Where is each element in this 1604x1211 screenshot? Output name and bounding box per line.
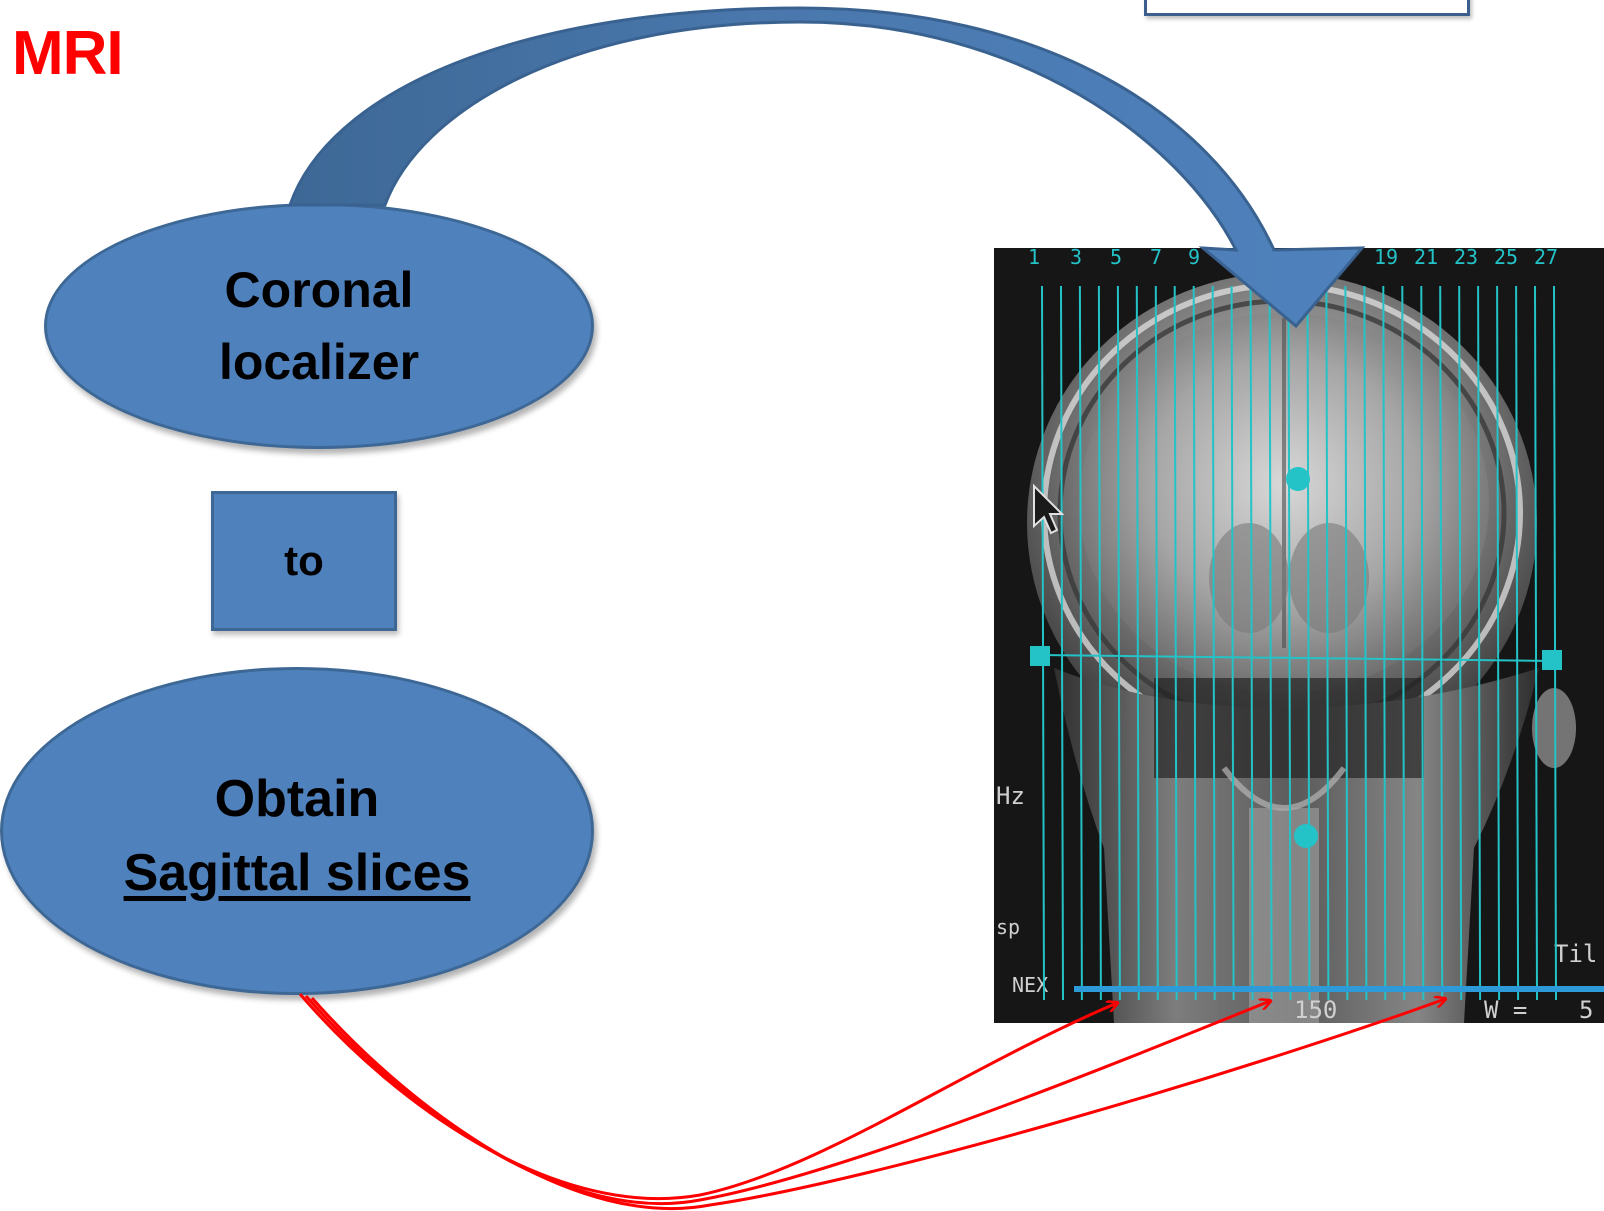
slice-line [1135,285,1140,1001]
slab-handle-left [1030,646,1050,666]
slice-line [1041,285,1045,1001]
slice-line [1154,285,1159,1001]
slice-line [1363,285,1368,1001]
slice-line [1439,285,1444,1001]
to-connector-box: to [211,491,397,631]
slice-line [1116,285,1121,1001]
coronal-localizer-node: Coronal localizer [44,203,594,449]
top-box [1144,0,1470,16]
screen-label-nex: NEX [1012,973,1048,997]
slice-line [1306,285,1311,1001]
slice-number-label: 1 [1028,248,1040,269]
slice-line [1458,285,1463,1001]
slice-line [1534,285,1538,1001]
screen-label-sp: sp [996,915,1020,939]
slice-number-label: 25 [1494,248,1518,269]
screen-label-150: 150 [1294,996,1337,1023]
slice-line [1211,285,1216,1001]
coronal-line1: Coronal [224,262,414,318]
slab-center-line [1039,654,1555,662]
slice-number-label: 21 [1414,248,1438,269]
screen-label-hz: Hz [996,782,1025,810]
slice-line [1401,285,1406,1001]
screen-label-w: W = [1484,996,1527,1023]
mouse-cursor-icon [1033,483,1065,535]
screen-label-til: Til [1554,940,1597,968]
slice-line [1477,285,1482,1001]
slice-line [1268,285,1273,1001]
callout-line-2 [304,995,1270,1206]
slice-number-label: 5 [1110,248,1122,269]
slice-number-label: 19 [1374,248,1398,269]
sagittal-slice-lines [1041,285,1557,1001]
slice-line [1420,285,1425,1001]
slice-line [1382,285,1387,1001]
slice-line [1496,285,1501,1001]
slice-line [1515,285,1520,1001]
sagittal-line2: Sagittal slices [123,844,471,902]
slab-handle-bottom [1294,824,1318,848]
slice-line [1097,285,1102,1001]
slice-line [1344,285,1349,1001]
diagram-title: MRI [12,19,124,88]
slice-line [1230,285,1235,1001]
slab-handle-right [1542,650,1562,670]
slice-line [1325,285,1330,1001]
slice-line [1173,285,1178,1001]
slice-line [1249,285,1254,1001]
slice-number-label: 7 [1150,248,1162,269]
slice-number-label: 27 [1534,248,1558,269]
slice-line [1553,285,1557,1001]
slice-number-label: 9 [1188,248,1200,269]
slice-line [1287,285,1292,1001]
slice-line [1078,285,1083,1001]
screen-label-5: 5 [1579,996,1593,1023]
coronal-line2: localizer [218,334,420,390]
mri-coronal-localizer-image: Hz sp NEX Til 150 W = 5 1 3 5 7 9 19 21 23 25 27 [994,248,1604,1023]
slice-line [1060,285,1064,1001]
slice-number-label: 23 [1454,248,1478,269]
callout-line-3 [310,998,1445,1211]
slice-line [1192,285,1197,1001]
callout-line-1 [298,993,1117,1201]
slab-handle-top [1286,467,1310,491]
sagittal-line1: Obtain [214,770,380,828]
sagittal-slices-node: Obtain Sagittal slices [0,667,594,995]
slice-number-label: 3 [1070,248,1082,269]
